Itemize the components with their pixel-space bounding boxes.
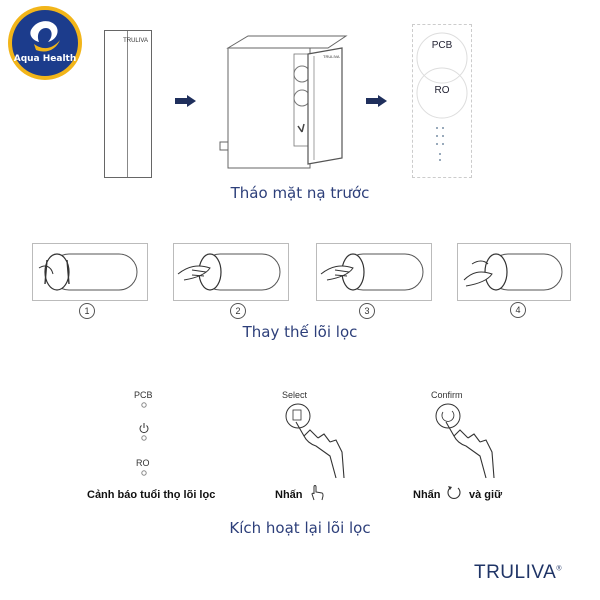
hand-tap-icon xyxy=(311,485,324,501)
filter-step-2 xyxy=(173,243,289,301)
aqua-health-logo: Aqua Health xyxy=(6,4,84,82)
arrow-right-icon xyxy=(175,95,196,107)
step3-caption: Kích hoạt lại lõi lọc xyxy=(229,519,371,537)
press-hold-suffix: và giữ xyxy=(469,489,503,501)
pcb-filter-circle-icon xyxy=(416,32,468,84)
step2-caption: Thay thế lõi lọc xyxy=(242,323,358,341)
registered-mark: ® xyxy=(556,565,562,573)
truliva-brand: TRULIVA® xyxy=(474,562,562,584)
logo-badge-icon: Aqua Health xyxy=(8,6,82,80)
press-hold-prefix: Nhấn xyxy=(413,489,441,501)
indicator-dot-icon xyxy=(141,470,147,476)
rotate-hold-icon xyxy=(447,486,461,499)
arrow-right-icon xyxy=(366,95,387,107)
water-purifier-opened: TRULIVA xyxy=(219,35,348,169)
hand-press-select-icon xyxy=(285,403,345,479)
filter-step-1 xyxy=(32,243,148,301)
step-number-3: 3 xyxy=(359,303,375,319)
hand-twist-filter-icon xyxy=(177,253,281,291)
filter-cartridge-icon xyxy=(38,253,138,291)
ro-filter-circle-icon xyxy=(416,67,468,119)
step-number-2: 2 xyxy=(230,303,246,319)
select-label: Select xyxy=(282,390,308,400)
confirm-label: Confirm xyxy=(431,390,463,400)
filter-step-4 xyxy=(457,243,571,301)
ro-label: RO xyxy=(434,85,450,96)
step-number-4: 4 xyxy=(510,302,526,318)
water-purifier-front: TRULIVA xyxy=(104,30,152,178)
power-icon xyxy=(139,423,149,434)
ro-indicator-label: RO xyxy=(136,458,150,468)
hand-twist-filter-icon xyxy=(320,253,424,291)
filter-step-3 xyxy=(316,243,432,301)
step-number-1: 1 xyxy=(79,303,95,319)
svg-text:TRULIVA: TRULIVA xyxy=(323,54,340,59)
logo-text: Aqua Health xyxy=(14,54,77,64)
indicator-dot-icon xyxy=(141,435,147,441)
press-label: Nhấn xyxy=(275,489,303,501)
step1-caption: Tháo mặt nạ trước xyxy=(230,184,370,202)
indicator-dot-icon xyxy=(141,402,147,408)
pcb-label: PCB xyxy=(431,40,453,51)
hand-press-confirm-icon xyxy=(435,403,495,479)
unit-label: TRULIVA xyxy=(123,38,148,44)
pcb-indicator-label: PCB xyxy=(134,390,153,400)
front-panel-back: PCB RO xyxy=(412,24,472,178)
hand-remove-filter-icon xyxy=(463,253,563,291)
filter-life-warning-label: Cảnh báo tuổi thọ lõi lọc xyxy=(87,489,216,501)
control-panel-icon xyxy=(436,127,444,161)
brand-name: TRULIVA xyxy=(473,562,557,583)
